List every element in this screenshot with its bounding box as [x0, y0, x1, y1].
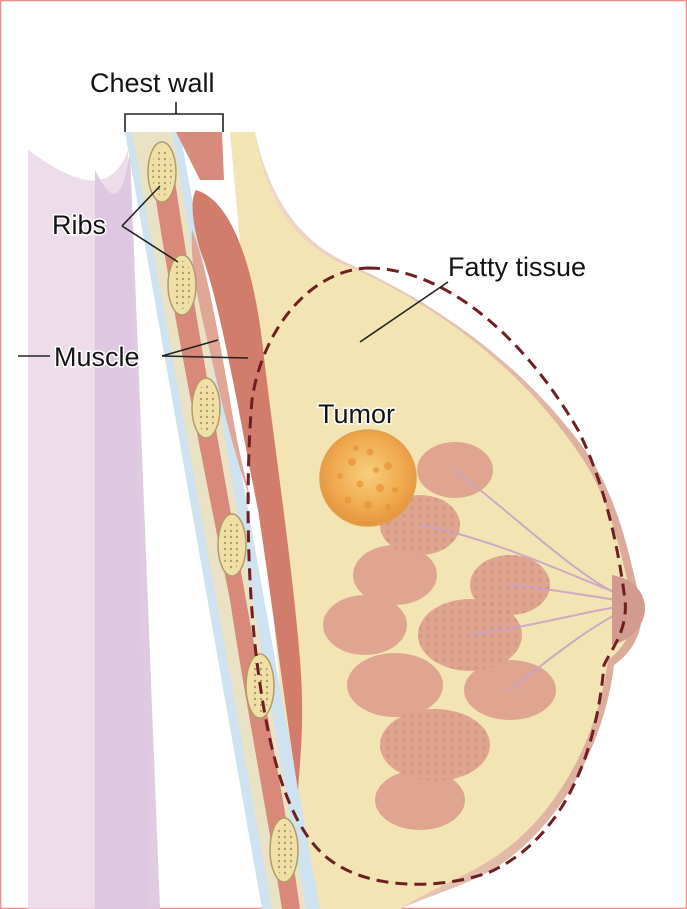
fatty-tissue-label: Fatty tissue: [448, 252, 586, 282]
lobule: [347, 653, 443, 717]
ribs-label: Ribs: [52, 210, 106, 240]
rib-1-marrow: [152, 148, 172, 196]
rib-3-marrow: [196, 384, 216, 432]
lobule: [323, 595, 407, 655]
lobule-texture: [380, 709, 490, 781]
tumor-label: Tumor: [318, 399, 395, 429]
muscle-label: Muscle: [54, 342, 140, 372]
rib-6-marrow: [274, 824, 294, 876]
chest-wall-label: Chest wall: [90, 68, 215, 98]
tumor: [320, 430, 416, 526]
rib-4-marrow: [222, 520, 242, 570]
rib-2-marrow: [172, 261, 192, 309]
